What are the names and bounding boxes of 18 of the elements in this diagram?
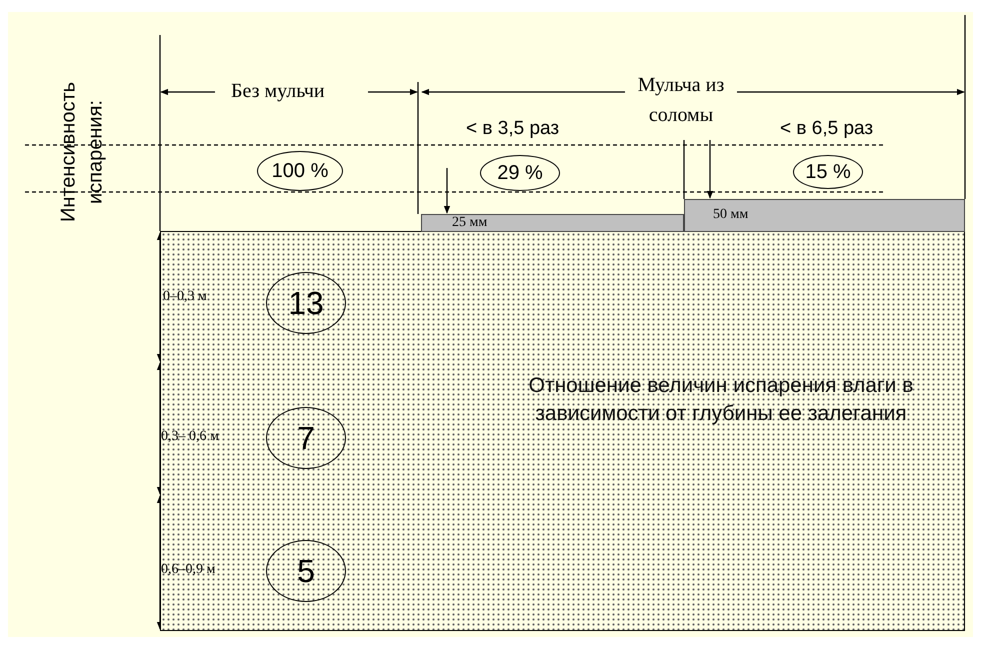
ratio-label: < в 3,5 раз <box>466 118 560 140</box>
depth-label: 0,3– 0,6 м <box>161 429 219 445</box>
percent-ellipse: 100 % <box>257 151 343 191</box>
ratio-label: < в 6,5 раз <box>780 118 874 140</box>
mulch-layer <box>684 199 965 232</box>
value-ellipse: 5 <box>266 540 346 602</box>
value-ellipse: 7 <box>266 407 346 469</box>
percent-ellipse: 29 % <box>480 155 560 191</box>
value-ellipse: 13 <box>266 272 346 334</box>
mulch-layer <box>421 214 684 232</box>
depth-label: 0–0,3 м <box>163 289 207 305</box>
depth-label: 0,6–0,9 м <box>161 562 216 578</box>
axis-label: Интенсивность испарения: <box>56 80 108 224</box>
caption-text: Отношение величин испарения влаги в зависимости от глубины ее залегания <box>528 373 914 427</box>
thickness-label: 50 мм <box>713 207 748 223</box>
thickness-label: 25 мм <box>452 215 488 231</box>
percent-ellipse: 15 % <box>793 155 863 189</box>
soil-area <box>160 231 965 631</box>
